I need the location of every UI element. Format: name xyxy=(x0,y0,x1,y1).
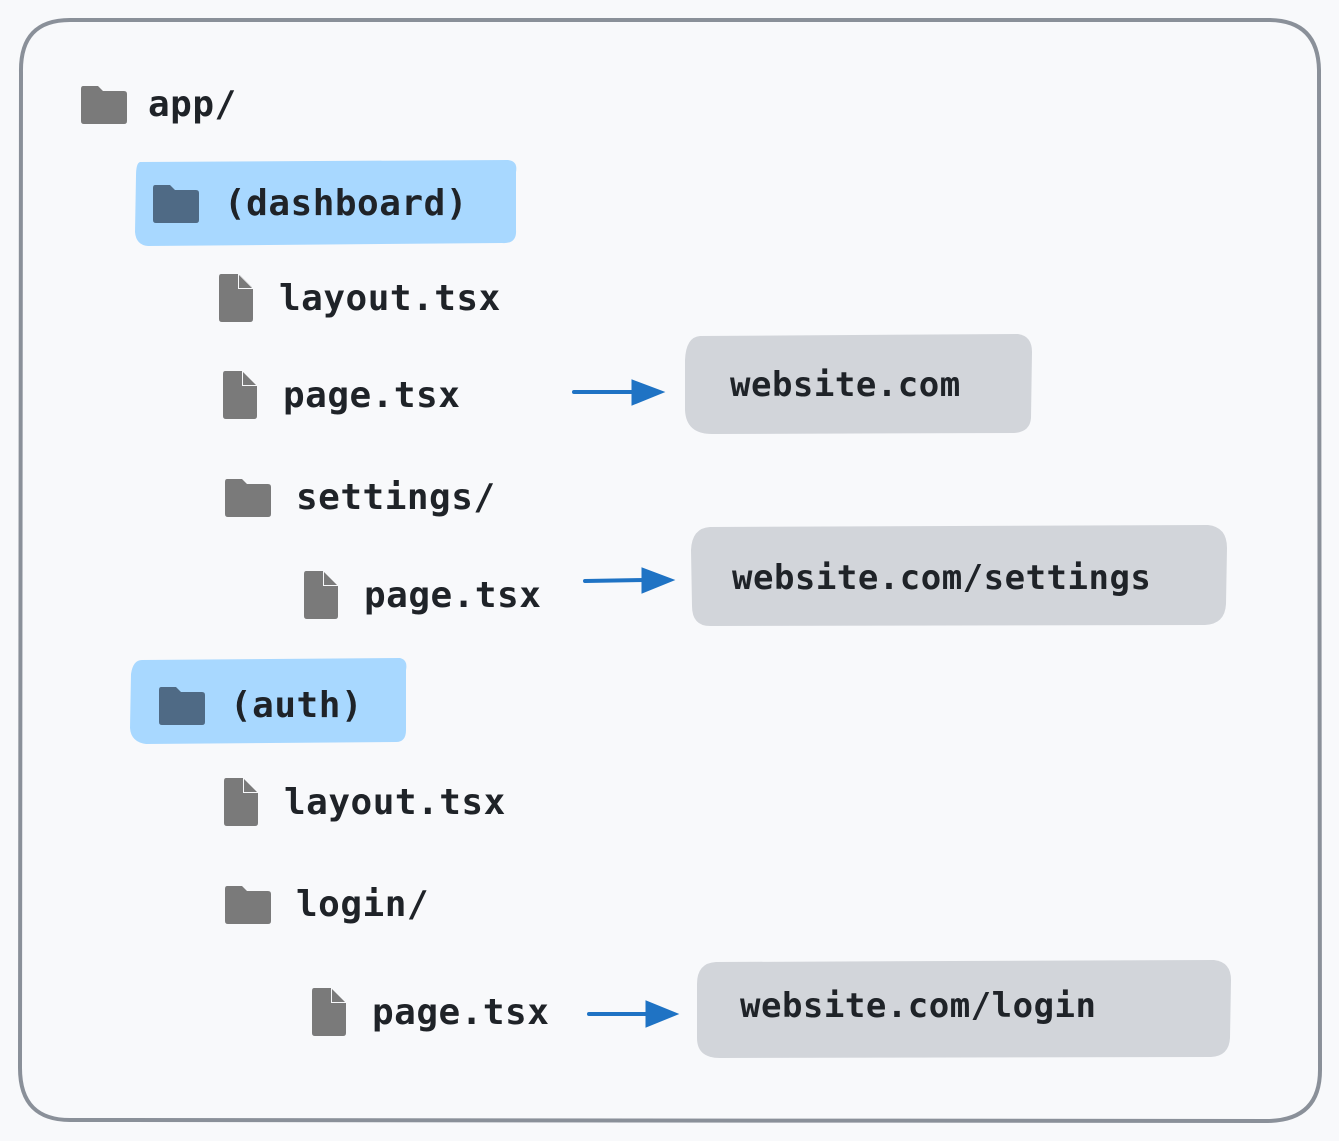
folder-icon xyxy=(152,183,200,223)
tree-node-auth-layout[interactable]: layout.tsx xyxy=(223,776,506,828)
tree-node-dashboard-page[interactable]: page.tsx xyxy=(222,369,460,421)
arrow-3 xyxy=(587,1000,680,1028)
folder-icon xyxy=(158,685,206,725)
tree-node-login-page[interactable]: page.tsx xyxy=(311,986,549,1038)
tree-node-label: app/ xyxy=(148,83,237,125)
route-pill-3 xyxy=(697,960,1231,1058)
tree-node-label: layout.tsx xyxy=(279,277,501,319)
folder-icon xyxy=(80,84,128,124)
route-url: website.com xyxy=(730,365,961,405)
route-pill-1 xyxy=(685,334,1032,434)
tree-node-label: page.tsx xyxy=(364,574,542,616)
tree-node-dashboard-layout[interactable]: layout.tsx xyxy=(218,272,501,324)
tree-node-label: page.tsx xyxy=(283,374,461,416)
highlight-dashboard xyxy=(135,160,517,246)
file-icon xyxy=(223,777,259,827)
file-icon xyxy=(303,570,339,620)
tree-node-label: login/ xyxy=(296,883,430,925)
arrow-2 xyxy=(583,567,676,594)
tree-node-settings-page[interactable]: page.tsx xyxy=(303,569,541,621)
tree-node-label: (dashboard) xyxy=(224,182,468,224)
tree-node-label: (auth) xyxy=(230,684,364,726)
file-icon xyxy=(222,370,258,420)
tree-node-login[interactable]: login/ xyxy=(224,880,429,928)
tree-node-app[interactable]: app/ xyxy=(80,80,237,128)
route-label-settings: website.com/settings xyxy=(732,555,1151,601)
tree-node-auth[interactable]: (auth) xyxy=(158,680,363,730)
tree-node-label: layout.tsx xyxy=(284,781,506,823)
tree-node-label: settings/ xyxy=(296,476,496,518)
route-pill-2 xyxy=(691,525,1227,627)
file-icon xyxy=(218,273,254,323)
tree-node-dashboard[interactable]: (dashboard) xyxy=(152,178,468,228)
route-url: website.com/settings xyxy=(732,558,1152,598)
route-label-login: website.com/login xyxy=(740,983,1097,1029)
arrow-1 xyxy=(572,379,666,406)
folder-icon xyxy=(224,477,272,517)
folder-icon xyxy=(224,884,272,924)
route-url: website.com/login xyxy=(740,986,1097,1026)
tree-node-label: page.tsx xyxy=(372,991,550,1033)
file-icon xyxy=(311,987,347,1037)
route-label-dashboard: website.com xyxy=(730,362,961,408)
tree-node-settings[interactable]: settings/ xyxy=(224,474,496,520)
